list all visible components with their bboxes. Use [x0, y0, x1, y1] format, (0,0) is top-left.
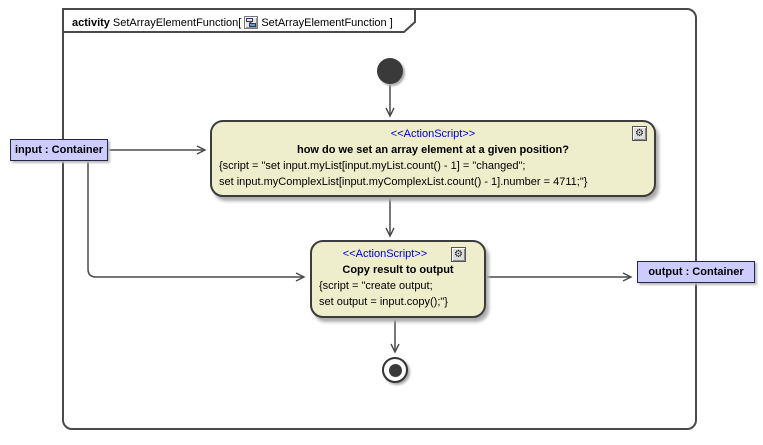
frame-name: SetArrayElementFunction[	[112, 16, 242, 29]
stereotype-label: <<ActionScript>>	[342, 248, 428, 260]
action-title: how do we set an array element at a give…	[296, 144, 569, 156]
script-line: {script = "set input.myList[input.myList…	[219, 160, 526, 172]
activity-frame[interactable]: activity SetArrayElementFunction[ SetArr…	[62, 8, 697, 430]
initial-node[interactable]	[377, 58, 403, 84]
action-node-copy-result[interactable]: ⚙ <<ActionScript>> Copy result to output…	[310, 240, 486, 318]
gear-icon[interactable]: ⚙	[451, 247, 466, 262]
frame-title-pentagon	[62, 8, 416, 33]
action-title: Copy result to output	[342, 264, 454, 276]
frame-diagram-name: SetArrayElementFunction ]	[261, 16, 393, 29]
output-parameter-node[interactable]: output : Container	[637, 261, 755, 283]
activity-final-node[interactable]	[382, 357, 408, 383]
activity-final-node-core	[388, 363, 402, 377]
action-node-set-array-element[interactable]: ⚙ <<ActionScript>> how do we set an arra…	[210, 120, 656, 197]
stereotype-label: <<ActionScript>>	[390, 128, 476, 140]
gear-icon[interactable]: ⚙	[632, 126, 647, 141]
script-line: set output = input.copy();"}	[319, 296, 448, 308]
frame-keyword: activity	[72, 16, 110, 29]
input-parameter-node[interactable]: input : Container	[10, 139, 108, 161]
activity-diagram-icon	[244, 16, 259, 29]
frame-title: activity SetArrayElementFunction[ SetArr…	[72, 14, 472, 31]
script-line: {script = "create output;	[319, 280, 433, 292]
script-line: set input.myComplexList[input.myComplexL…	[219, 176, 588, 188]
